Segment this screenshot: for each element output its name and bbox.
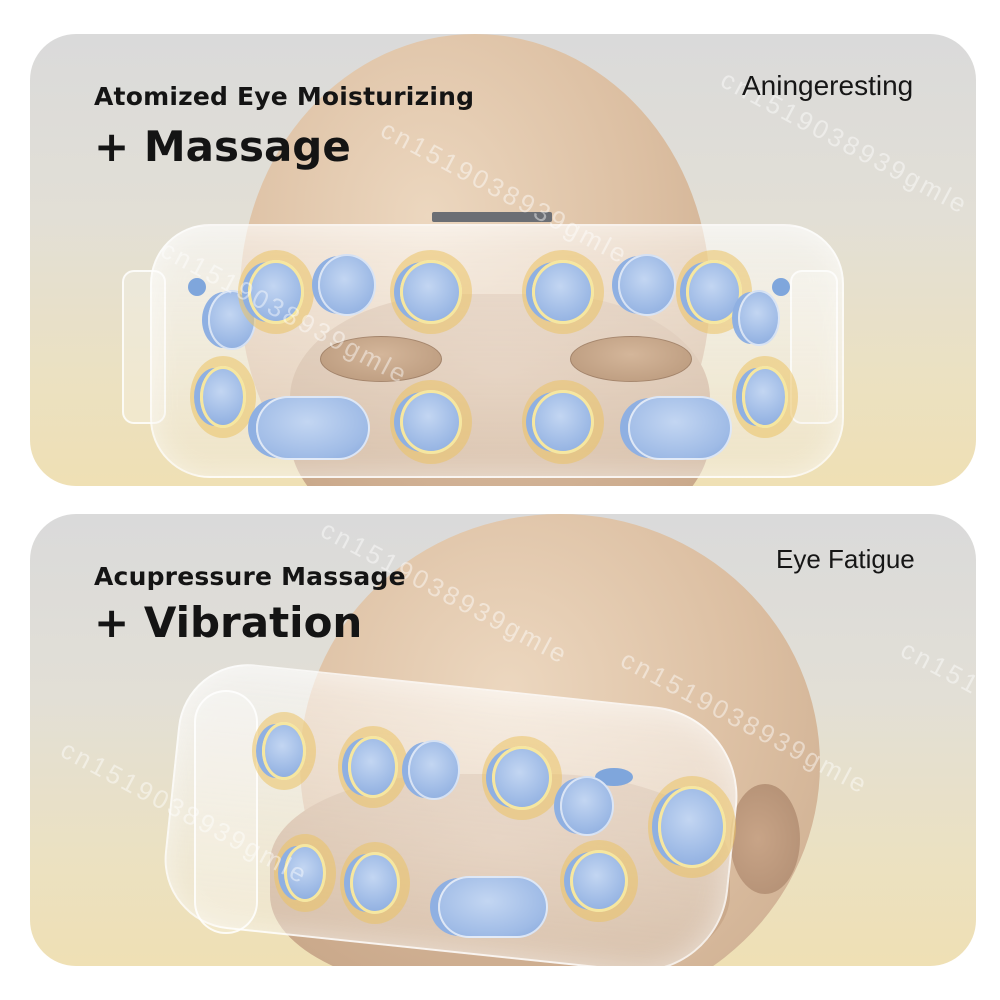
- massage-node-active: [570, 850, 628, 912]
- massage-node-active: [400, 260, 462, 324]
- massage-node-active: [742, 366, 788, 428]
- massage-node-active: [532, 260, 594, 324]
- massage-node: [560, 776, 614, 836]
- massage-node-active: [532, 390, 594, 454]
- indicator-dot: [595, 768, 633, 786]
- feature-title: + Vibration: [94, 598, 363, 647]
- massage-node-active: [492, 746, 552, 810]
- massage-pad: [628, 396, 732, 460]
- feature-panel-massage: cn1519038939gmle cn1519038939gmle cn1519…: [30, 34, 976, 486]
- massage-pad: [438, 876, 548, 938]
- massage-node-active: [348, 736, 398, 798]
- massage-node-active: [658, 786, 726, 868]
- massage-node: [318, 254, 376, 316]
- massage-pad: [256, 396, 370, 460]
- feature-subtitle: Atomized Eye Moisturizing: [94, 82, 475, 111]
- device-control-bar: [432, 212, 552, 222]
- massage-node: [618, 254, 676, 316]
- indicator-dot: [188, 278, 206, 296]
- massage-node-active: [284, 844, 326, 902]
- massage-node-active: [262, 722, 306, 780]
- mask-strap-left: [194, 690, 258, 934]
- ear-illustration: [730, 784, 800, 894]
- watermark: cn1519038939gmle: [895, 634, 976, 791]
- feature-tag: Aningeresting: [742, 70, 914, 101]
- eye-right: [570, 336, 692, 382]
- feature-subtitle: Acupressure Massage: [94, 562, 406, 591]
- feature-panel-vibration: cn1519038939gmle cn1519038939gmle cn1519…: [30, 514, 976, 966]
- massage-node-active: [248, 260, 304, 324]
- feature-title: + Massage: [94, 122, 351, 171]
- massage-node: [408, 740, 460, 800]
- massage-node-active: [200, 366, 246, 428]
- indicator-dot: [772, 278, 790, 296]
- eye-left: [320, 336, 442, 382]
- massage-node-active: [686, 260, 742, 324]
- eye-massager-device: [150, 224, 844, 478]
- massage-node-active: [350, 852, 400, 914]
- massage-node-active: [400, 390, 462, 454]
- massage-node: [738, 290, 780, 346]
- feature-tag: Eye Fatigue: [776, 544, 915, 574]
